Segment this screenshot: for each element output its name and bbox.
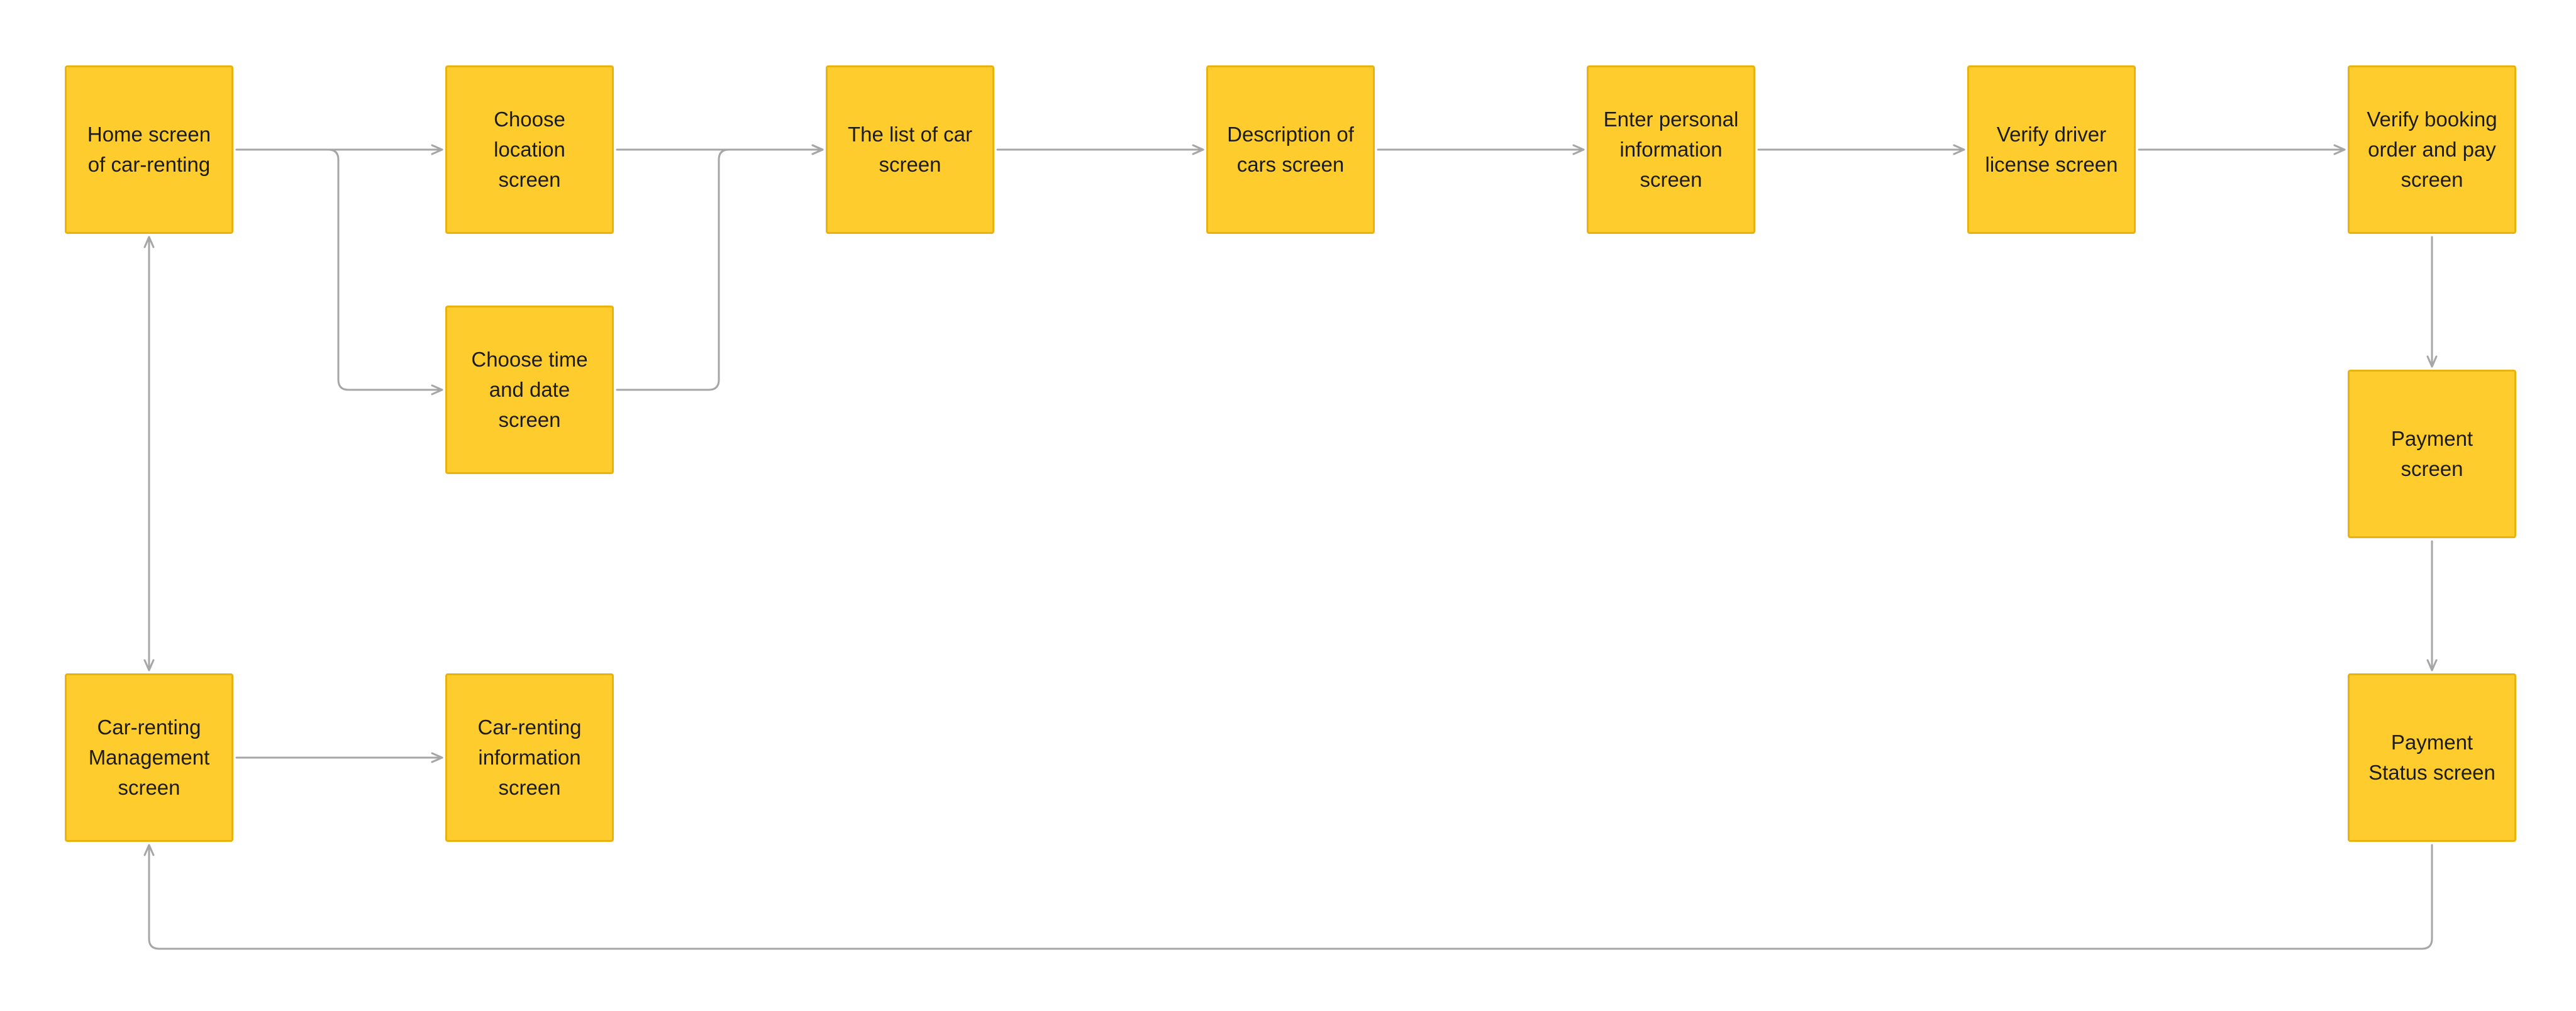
node-label: Enter personal information screen [1603, 108, 1739, 191]
node-management: Car-renting Management screen [65, 673, 233, 842]
edge-group [143, 144, 2438, 950]
node-choose-time: Choose time and date screen [445, 306, 614, 474]
node-label: Payment screen [2390, 427, 2473, 480]
node-car-list: The list of car screen [826, 65, 994, 234]
node-label: Choose time and date screen [471, 348, 588, 431]
edge-home-to-choose-time [235, 148, 443, 395]
node-rental-info: Car-renting information screen [445, 673, 614, 842]
node-home: Home screen of car-renting [65, 65, 233, 234]
node-verify-license: Verify driver license screen [1967, 65, 2136, 234]
node-verify-booking: Verify booking order and pay screen [2348, 65, 2516, 234]
node-car-description: Description of cars screen [1206, 65, 1375, 234]
node-label: Car-renting information screen [477, 715, 582, 799]
node-label: The list of car screen [847, 123, 973, 176]
edge-choose-time-to-car-list [616, 144, 824, 391]
node-label: Choose location screen [494, 108, 565, 191]
node-label: Description of cars screen [1227, 123, 1354, 176]
edge-payment-status-to-management [143, 844, 2433, 950]
node-label: Car-renting Management screen [88, 715, 210, 799]
node-label: Verify booking order and pay screen [2367, 108, 2497, 191]
node-label: Home screen of car-renting [87, 123, 211, 176]
node-label: Verify driver license screen [1985, 123, 2118, 176]
node-personal-info: Enter personal information screen [1587, 65, 1755, 234]
node-label: Payment Status screen [2368, 731, 2496, 784]
node-payment: Payment screen [2348, 370, 2516, 538]
node-payment-status: Payment Status screen [2348, 673, 2516, 842]
node-choose-location: Choose location screen [445, 65, 614, 234]
